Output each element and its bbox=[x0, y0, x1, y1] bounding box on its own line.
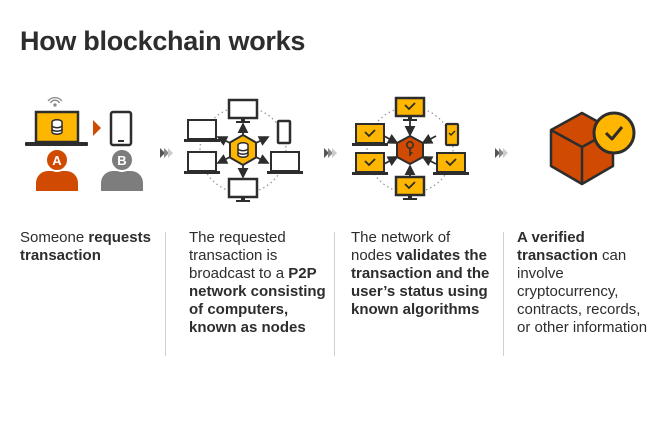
phone-icon bbox=[109, 110, 133, 147]
step-3-description: The network of nodes validates the trans… bbox=[351, 229, 490, 318]
divider bbox=[503, 232, 504, 356]
divider bbox=[334, 232, 335, 356]
chevrons-icon bbox=[324, 148, 337, 158]
wifi-icon bbox=[47, 97, 63, 107]
step-2-description: The requested transaction is broadcast t… bbox=[189, 229, 326, 336]
svg-text:A: A bbox=[52, 153, 62, 168]
p2p-broadcast-icon bbox=[183, 98, 304, 204]
chevrons-icon bbox=[160, 148, 173, 158]
page-title: How blockchain works bbox=[20, 26, 306, 56]
chevrons-icon bbox=[495, 148, 508, 158]
user-b-avatar: B bbox=[101, 148, 143, 191]
divider bbox=[165, 232, 166, 356]
step-1-description: Someone requests transaction bbox=[20, 229, 151, 264]
verified-block-icon bbox=[549, 111, 636, 186]
laptop-icon bbox=[25, 110, 88, 146]
svg-text:B: B bbox=[117, 153, 126, 168]
step-4-description: A verified transaction can involve crypt… bbox=[517, 229, 648, 336]
send-arrow-icon bbox=[93, 120, 101, 136]
node-validation-icon bbox=[351, 96, 470, 202]
user-a-avatar: A bbox=[36, 148, 78, 191]
